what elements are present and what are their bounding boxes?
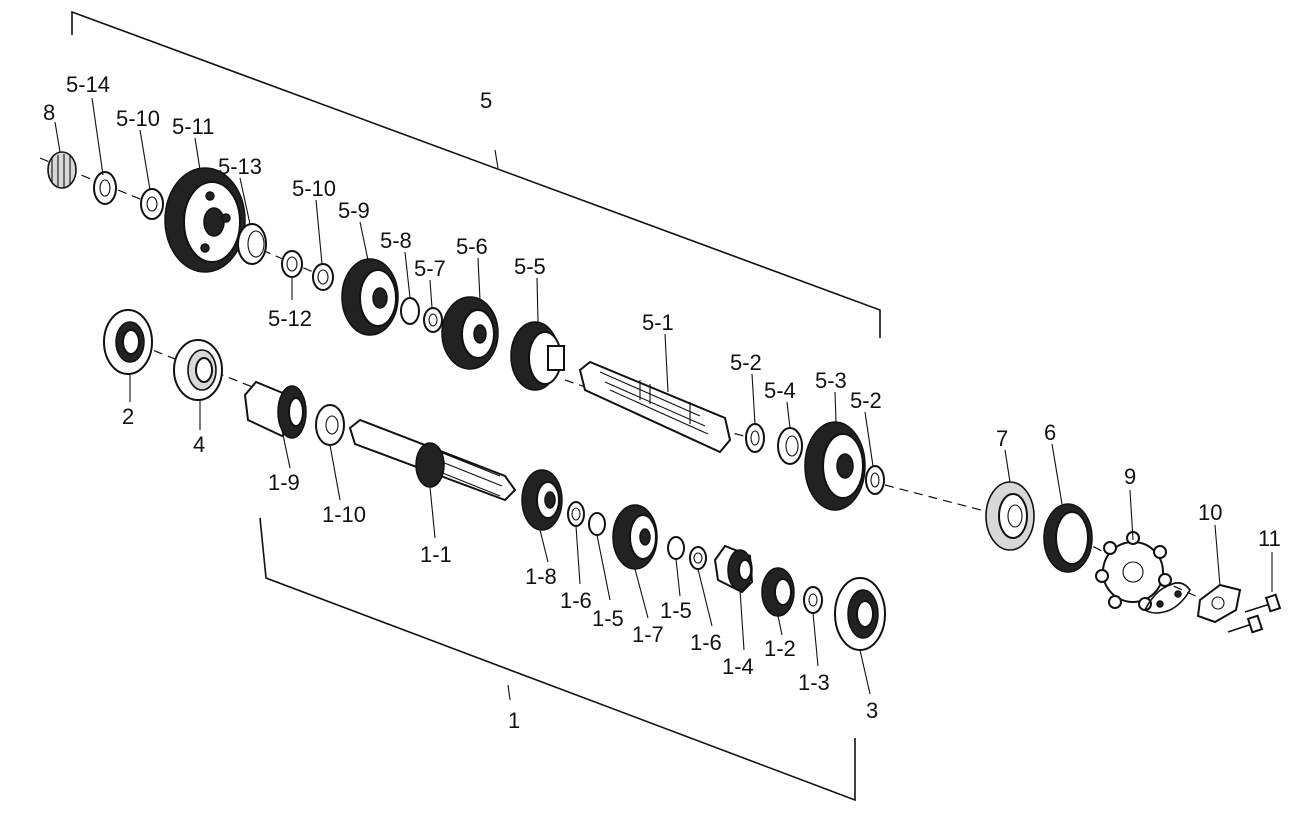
part-5-11-gear [164, 167, 246, 273]
label-11: 11 [1258, 526, 1281, 551]
part-5-1-countershaft [578, 360, 732, 454]
part-5-12-washer [281, 250, 303, 278]
label-4: 4 [193, 432, 205, 457]
part-4-oil-seal [173, 339, 223, 401]
label-1-8: 1-8 [525, 564, 557, 589]
label-5-2-b: 5-2 [850, 388, 882, 413]
part-11-bolts [1227, 593, 1282, 634]
label-1-1: 1-1 [420, 542, 452, 567]
part-5-10-washer-2 [312, 263, 334, 291]
part-1-8-gear [521, 469, 563, 531]
label-5-14: 5-14 [66, 72, 110, 97]
leader-lines [54, 97, 1273, 695]
label-1-6-a: 1-6 [560, 588, 592, 613]
part-6-oil-seal [1043, 503, 1093, 573]
group-bracket-5 [71, 10, 881, 338]
part-1-5-circlip-2 [667, 536, 685, 560]
part-1-5-circlip [588, 512, 606, 536]
part-5-9-gear [341, 258, 399, 336]
part-5-3-gear [804, 421, 866, 511]
label-3: 3 [866, 698, 878, 723]
label-5-3: 5-3 [815, 368, 847, 393]
part-1-1-mainshaft [348, 418, 517, 502]
part-5-13-bushing [237, 223, 267, 265]
part-5-10-washer [140, 188, 164, 220]
label-5-12: 5-12 [268, 306, 312, 331]
label-5-10-a: 5-10 [116, 106, 160, 131]
part-5-8-circlip [400, 297, 420, 325]
part-5-7-washer [423, 307, 443, 333]
part-1-9-gear [243, 380, 307, 439]
part-1-6-washer-2 [689, 546, 707, 570]
label-1: 1 [508, 708, 520, 733]
part-labels: 5-14 8 5-10 5-11 5-13 5 5-10 5-9 5-12 5-… [43, 72, 1281, 733]
label-1-7: 1-7 [632, 622, 664, 647]
label-1-10: 1-10 [322, 502, 366, 527]
label-5: 5 [480, 88, 492, 113]
label-8: 8 [43, 100, 55, 125]
part-5-2-washer-2 [865, 465, 885, 495]
label-2: 2 [122, 404, 134, 429]
label-1-5-b: 1-5 [660, 598, 692, 623]
label-5-7: 5-7 [414, 256, 446, 281]
part-5-14-washer [93, 171, 117, 205]
label-1-5-a: 1-5 [592, 606, 624, 631]
label-5-10-b: 5-10 [292, 176, 336, 201]
part-7-bearing [985, 481, 1035, 551]
part-9-sprocket [1095, 531, 1172, 611]
label-5-5: 5-5 [514, 254, 546, 279]
part-1-6-washer [567, 501, 585, 527]
label-1-3: 1-3 [798, 670, 830, 695]
label-1-6-b: 1-6 [690, 630, 722, 655]
part-5-5-gear [510, 321, 565, 391]
part-1-7-gear [612, 504, 658, 570]
label-6: 6 [1044, 420, 1056, 445]
part-5-2-washer [745, 423, 765, 453]
part-1-2-gear [761, 567, 795, 617]
label-5-4: 5-4 [764, 378, 796, 403]
part-1-4-gear [713, 544, 754, 594]
label-1-4: 1-4 [722, 654, 754, 679]
label-5-9: 5-9 [338, 198, 370, 223]
part-3-bearing [834, 577, 886, 651]
label-7: 7 [996, 426, 1008, 451]
group-bracket-1 [259, 517, 856, 802]
label-10: 10 [1198, 500, 1222, 525]
label-9: 9 [1124, 464, 1136, 489]
label-1-2: 1-2 [764, 636, 796, 661]
label-5-13: 5-13 [218, 154, 262, 179]
part-chain-segment [1143, 582, 1191, 614]
part-5-4-bushing [777, 427, 803, 465]
label-5-2-a: 5-2 [730, 350, 762, 375]
part-1-3-washer [803, 586, 823, 614]
part-5-6-gear [441, 296, 499, 370]
part-8-needle-bearing [47, 151, 77, 189]
part-10-lock-plate [1196, 583, 1242, 624]
label-5-1: 5-1 [642, 310, 674, 335]
label-5-11: 5-11 [172, 114, 214, 139]
label-1-9: 1-9 [268, 470, 300, 495]
label-5-6: 5-6 [456, 234, 488, 259]
label-5-8: 5-8 [380, 228, 412, 253]
part-2-bearing [103, 309, 153, 375]
part-1-10-washer [315, 404, 345, 446]
